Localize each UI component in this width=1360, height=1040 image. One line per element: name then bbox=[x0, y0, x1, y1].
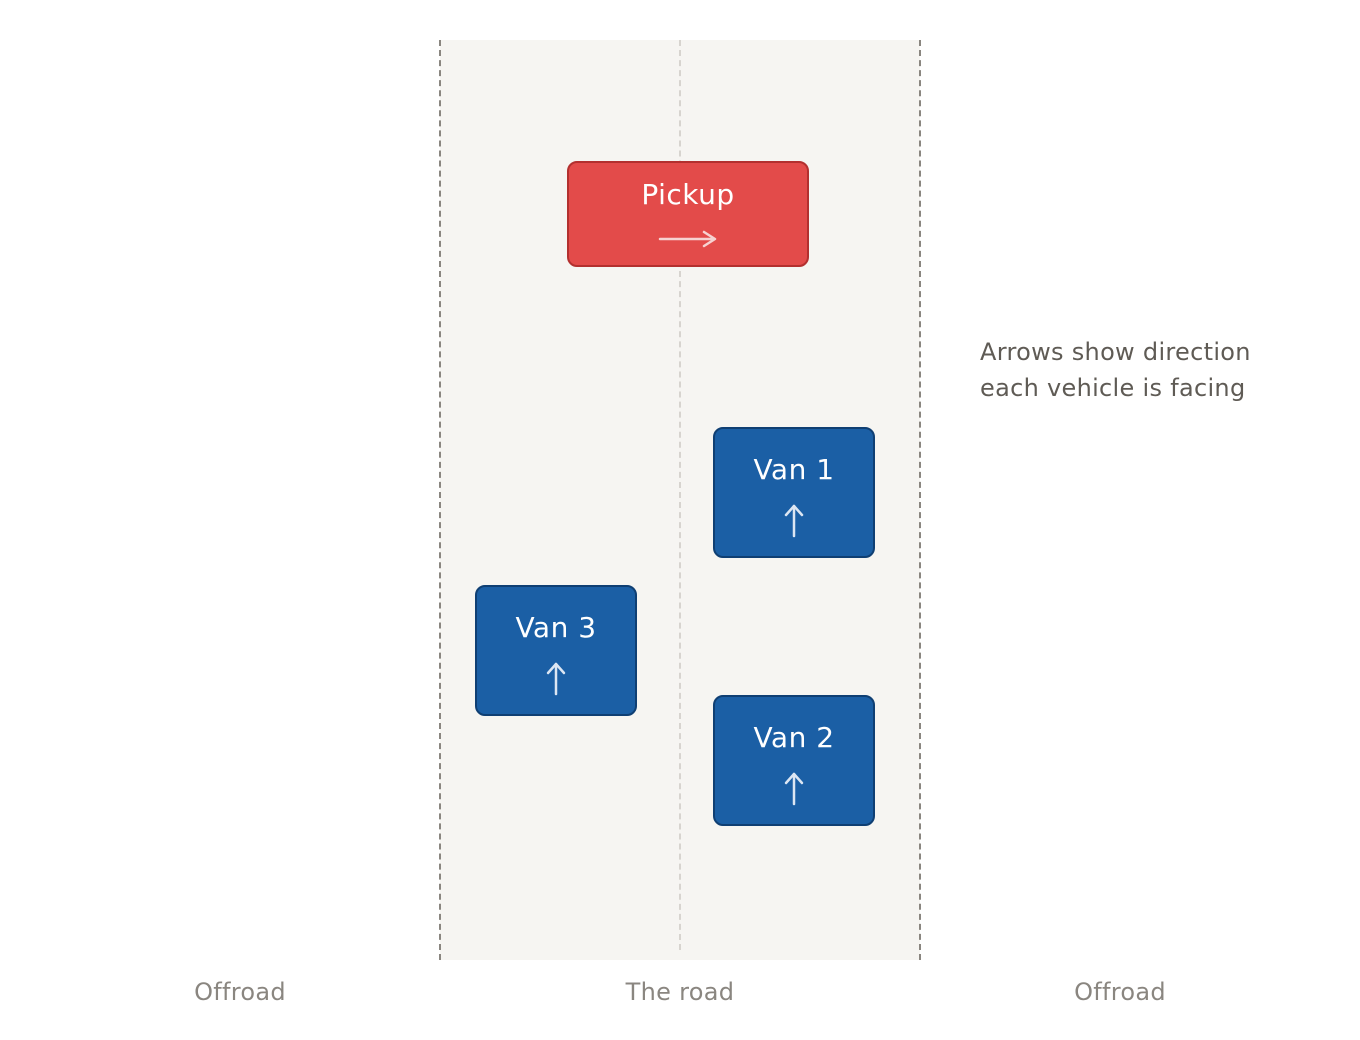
direction-note-line-2: each vehicle is facing bbox=[980, 374, 1246, 402]
pickup-label: Pickup bbox=[641, 178, 735, 211]
van-2-label: Van 2 bbox=[753, 721, 835, 754]
offroad-left-label: Offroad bbox=[194, 978, 286, 1006]
road-right-edge bbox=[919, 40, 921, 960]
arrow-up-icon bbox=[715, 771, 873, 807]
van-1-vehicle: Van 1 bbox=[713, 427, 875, 558]
van-3-vehicle: Van 3 bbox=[475, 585, 637, 716]
pickup-vehicle: Pickup bbox=[567, 161, 809, 267]
direction-note: Arrows show direction each vehicle is fa… bbox=[980, 334, 1300, 406]
arrow-up-icon bbox=[477, 661, 635, 697]
direction-note-line-1: Arrows show direction bbox=[980, 338, 1251, 366]
van-2-vehicle: Van 2 bbox=[713, 695, 875, 826]
road-left-edge bbox=[439, 40, 441, 960]
road-label: The road bbox=[625, 978, 735, 1006]
arrow-up-icon bbox=[715, 503, 873, 539]
arrow-right-icon bbox=[569, 227, 807, 251]
offroad-right-label: Offroad bbox=[1074, 978, 1166, 1006]
road-center-line bbox=[679, 40, 681, 950]
van-3-label: Van 3 bbox=[515, 611, 597, 644]
van-1-label: Van 1 bbox=[753, 453, 835, 486]
